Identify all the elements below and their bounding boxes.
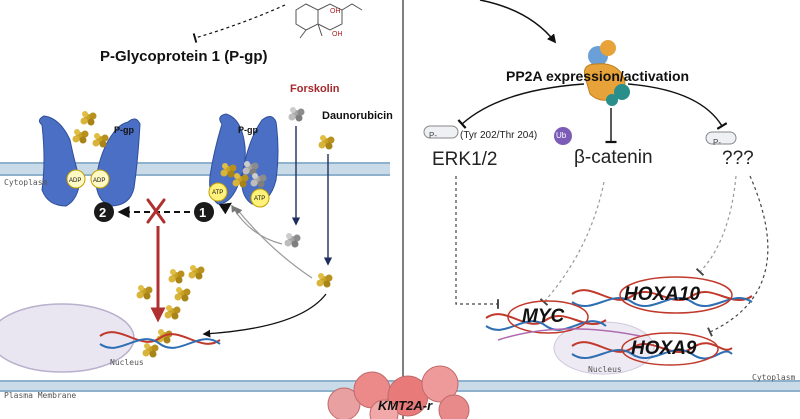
beta-catenin-label: β-catenin [574,147,653,168]
oh-label-1: OH [330,8,341,15]
unknown-to-hoxa10-dashed [695,175,737,276]
dashed-arrow-to-step1 [218,202,232,215]
step-2-label: 2 [99,205,106,220]
ubiquitin-badge [554,127,572,145]
daunorubicin-molecule [92,133,109,148]
dna-myc-strand [485,320,607,331]
bottom-membrane-right [408,380,800,392]
arrow-to-pp2a [479,0,557,44]
unknown-phospho-tag [705,131,737,145]
daunorubicin-molecule [164,305,181,320]
myc-gene-box [507,300,589,334]
kmt2a-cancer-cells [327,365,470,419]
daunorubicin-molecule [318,135,335,150]
adp-label-2: ADP [93,178,105,184]
daunorubicin-molecule [136,285,153,300]
erk-to-myc-dashed [455,176,499,309]
daunorubicin-molecule [174,287,191,302]
daunorubicin-molecule [142,343,159,358]
pgp-title: P-Glycoprotein 1 (P-gp) [100,48,268,65]
hoxa10-gene-label: HOXA10 [624,284,701,305]
pgp-short-label-2: P-gp [238,125,258,135]
rna-strand [497,328,641,341]
dna-hoxa10 [571,289,753,302]
daunorubicin-molecule [72,129,89,144]
daunorubicin-efflux-curve [235,206,313,279]
unknown-phospho-label: P- [713,138,721,147]
hoxa10-gene-box [619,276,733,314]
adp-label-1: ADP [69,178,81,184]
daunorubicin-molecule [188,265,205,280]
daunorubicin-molecule [168,269,185,284]
oh-label-2: OH [332,31,343,38]
ubiquitin-label: Ub [556,131,567,140]
daunorubicin-label: Daunorubicin [322,110,393,122]
dna-hoxa10-strand [571,296,753,308]
dna-hoxa9 [571,341,733,354]
myc-gene-label: MYC [522,306,565,327]
step-1-label: 1 [199,205,206,220]
chemical-structure-icon [295,3,363,39]
cytoplasm-label-right: Cytoplasm [752,373,796,382]
dna-myc [485,313,607,326]
step-1-badge [194,202,214,222]
pgp-short-label-1: P-gp [114,125,134,135]
pp2a-title: PP2A expression/activation [506,68,690,84]
pp2a-inhibits-erk [457,83,585,129]
atp-label-2: ATP [254,196,265,202]
forskolin-molecule [284,233,301,248]
pgp-transporter-open [38,115,141,207]
daunorubicin-molecule [316,273,333,288]
kmt2a-label: KMT2A-r [378,398,433,413]
cytoplasm-label-left: Cytoplasm [4,178,48,187]
forskolin-molecule [288,107,305,122]
daunorubicin-molecule [80,111,97,126]
blocked-x-icon [146,198,166,224]
hoxa9-gene-label: HOXA9 [631,338,697,359]
pp2a-inhibits-unknown [627,83,728,130]
unknown-to-hoxa9-dashed [707,175,769,337]
unknown-target-label: ??? [722,148,754,169]
nucleus-label-left: Nucleus [110,358,144,367]
erk-label: ERK1/2 [432,149,498,170]
forskolin-label: Forskolin [290,83,340,95]
nucleus-label-right: Nucleus [588,365,622,374]
pp2a-protein-icon [583,40,630,106]
erk-sites-label: (Tyr 202/Thr 204) [460,130,538,141]
bcatenin-to-myc-dashed [539,181,605,306]
erk-phospho-tag [423,125,459,139]
daunorubicin-to-nucleus-arrow [202,293,327,338]
dashed-inhibition-to-pgp [192,4,286,43]
step-2-badge [94,202,114,222]
dna-left-strand [99,338,221,349]
hoxa9-gene-box [621,332,719,366]
bottom-membrane-left [0,380,400,392]
erk-phospho-label: P- [429,131,437,140]
atp-label-1: ATP [212,190,223,196]
plasma-membrane-label: Plasma Membrane [4,391,77,400]
dna-left [99,331,221,345]
